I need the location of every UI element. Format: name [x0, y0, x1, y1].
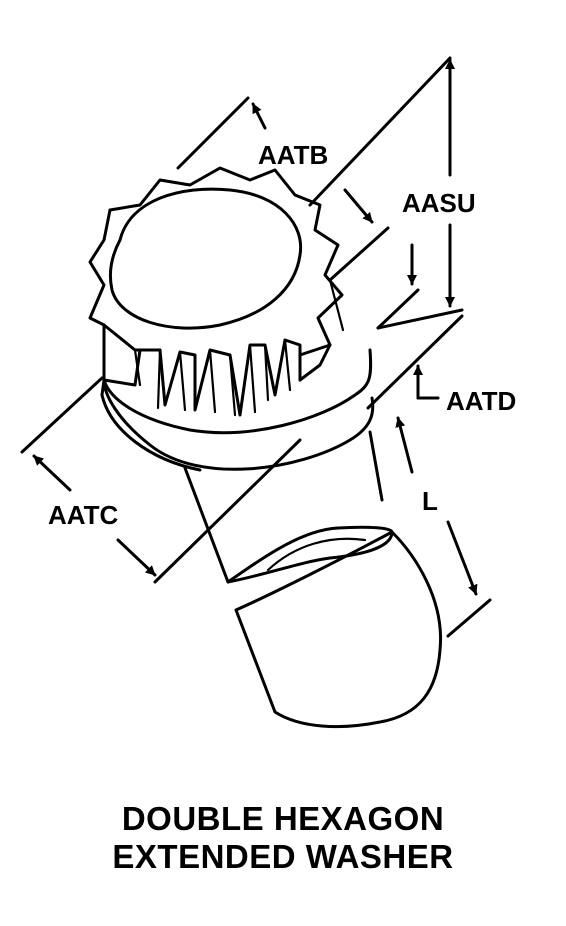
extended-washer: [100, 348, 375, 472]
label-l: L: [422, 486, 438, 516]
caption-line-2: EXTENDED WASHER: [112, 838, 454, 875]
diagram-caption: DOUBLE HEXAGON EXTENDED WASHER: [0, 800, 566, 876]
bolt-shank: [183, 430, 443, 729]
dimension-lines: [20, 56, 492, 638]
label-aasu: AASU: [402, 188, 476, 218]
double-hexagon-head: [88, 166, 345, 417]
label-aatd: AATD: [446, 386, 516, 416]
caption-line-1: DOUBLE HEXAGON: [121, 800, 445, 837]
label-aatb: AATB: [258, 140, 328, 170]
label-aatc: AATC: [48, 500, 119, 530]
